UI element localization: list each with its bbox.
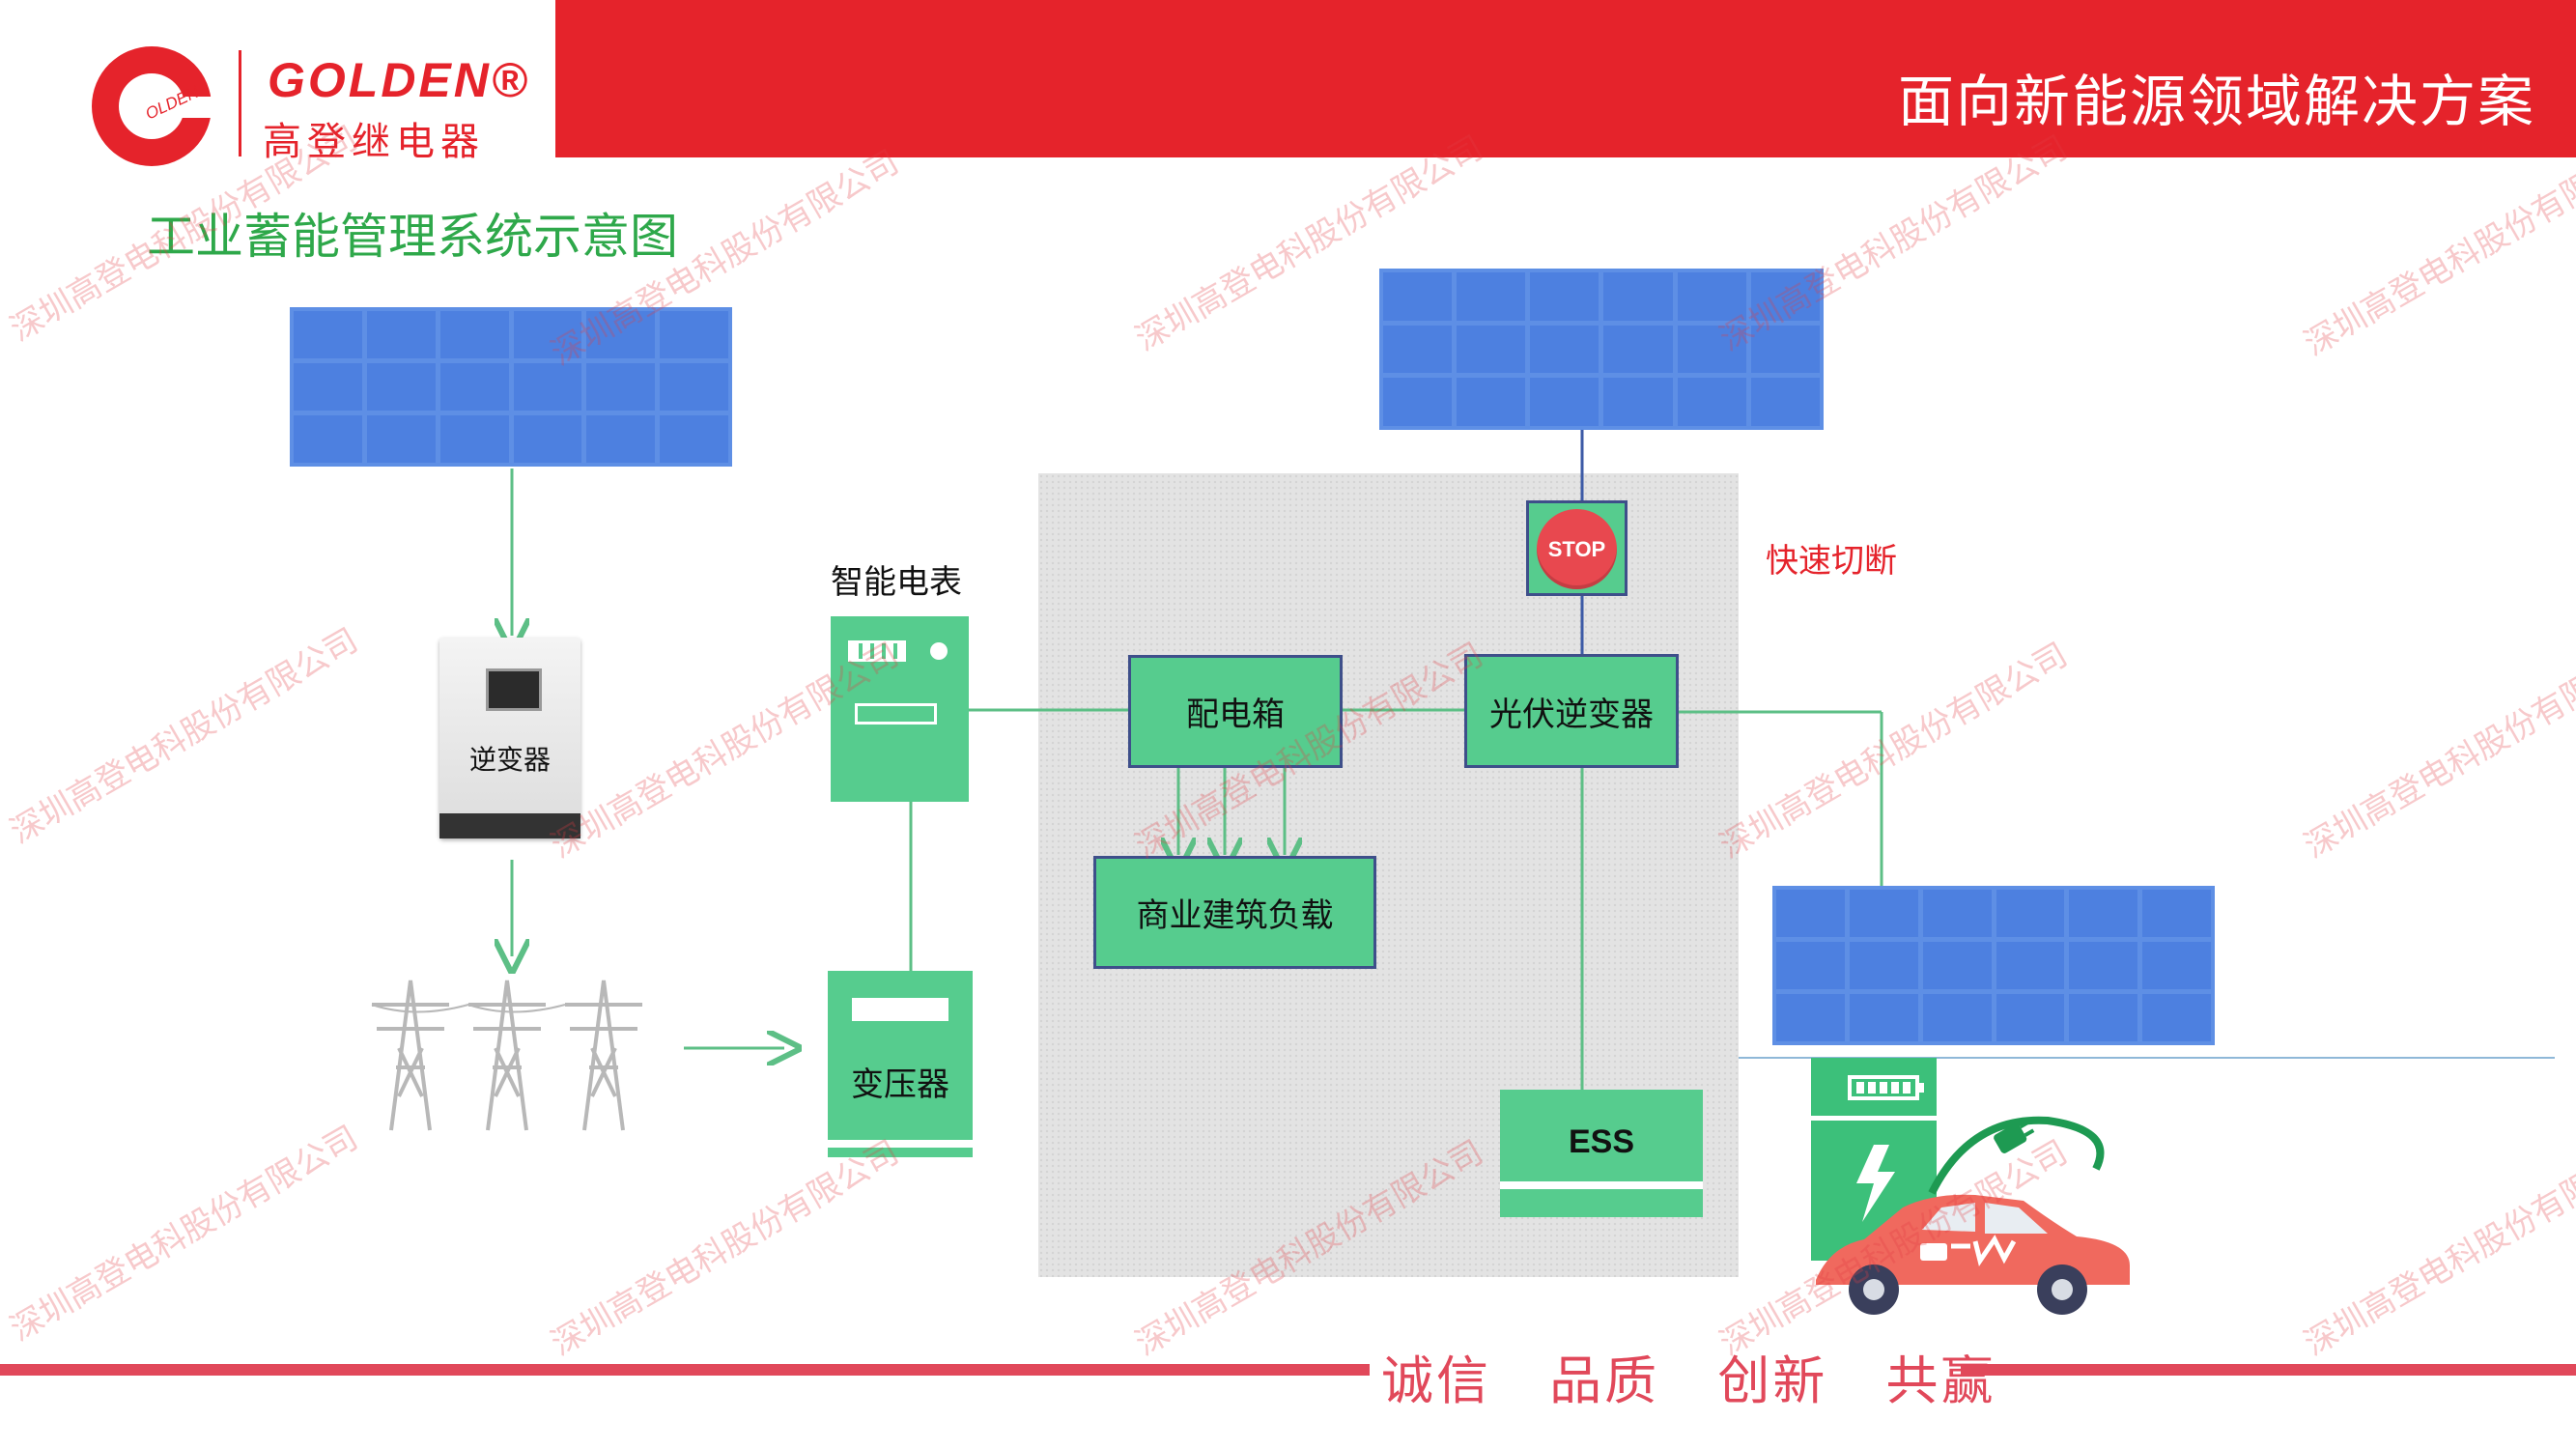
solar-panel-right: [1772, 886, 2215, 1045]
distribution-box: 配电箱: [1128, 655, 1343, 768]
ess-box: ESS: [1500, 1090, 1703, 1217]
indicator-dot-icon: [930, 642, 948, 660]
stop-icon: STOP: [1537, 509, 1617, 589]
ess-divider: [1500, 1181, 1703, 1189]
power-tower-icon: [371, 980, 642, 1131]
company-logo: OLDEN GOLDEN® 高登继电器: [89, 41, 543, 171]
ev-charging-car-icon: [1811, 1058, 2130, 1315]
header-title: 面向新能源领域解决方案: [1897, 69, 2535, 134]
battery-level-icon: [848, 640, 906, 662]
slide-title: 工业蓄能管理系统示意图: [147, 209, 678, 265]
solar-panel-top: [1379, 269, 1824, 430]
logo-divider: [239, 50, 241, 156]
commercial-load-box: 商业建筑负载: [1093, 856, 1376, 969]
meter-slot-icon: [855, 703, 937, 724]
footer-line-left: [0, 1364, 1370, 1376]
header-band: [555, 0, 2576, 157]
inverter-label: 逆变器: [468, 744, 551, 776]
fast-cut-label: 快速切断: [1766, 542, 1897, 581]
transformer-label: 变压器: [851, 1065, 949, 1104]
ess-label: ESS: [1568, 1123, 1635, 1160]
footer-line-right: [1961, 1364, 2576, 1376]
smart-meter-label: 智能电表: [831, 563, 962, 602]
transformer-top-bar: [852, 998, 948, 1021]
inverter-display-icon: [486, 668, 542, 711]
golden-logo-mark-icon: OLDEN: [92, 46, 229, 166]
logo-brand-text: GOLDEN®: [268, 53, 530, 107]
inverter-base: [439, 813, 580, 838]
logo-brand-cn: 高登继电器: [263, 120, 485, 164]
transformer-device: 变压器: [828, 971, 973, 1157]
footer-motto: 诚信 品质 创新 共赢: [1381, 1350, 1996, 1411]
transformer-base-line: [828, 1140, 973, 1148]
stop-switch: STOP: [1526, 500, 1628, 596]
inverter-device: 逆变器: [439, 638, 580, 838]
smart-meter-device: [831, 616, 969, 802]
solar-panel-left: [290, 307, 732, 467]
pv-inverter-box: 光伏逆变器: [1464, 654, 1679, 768]
